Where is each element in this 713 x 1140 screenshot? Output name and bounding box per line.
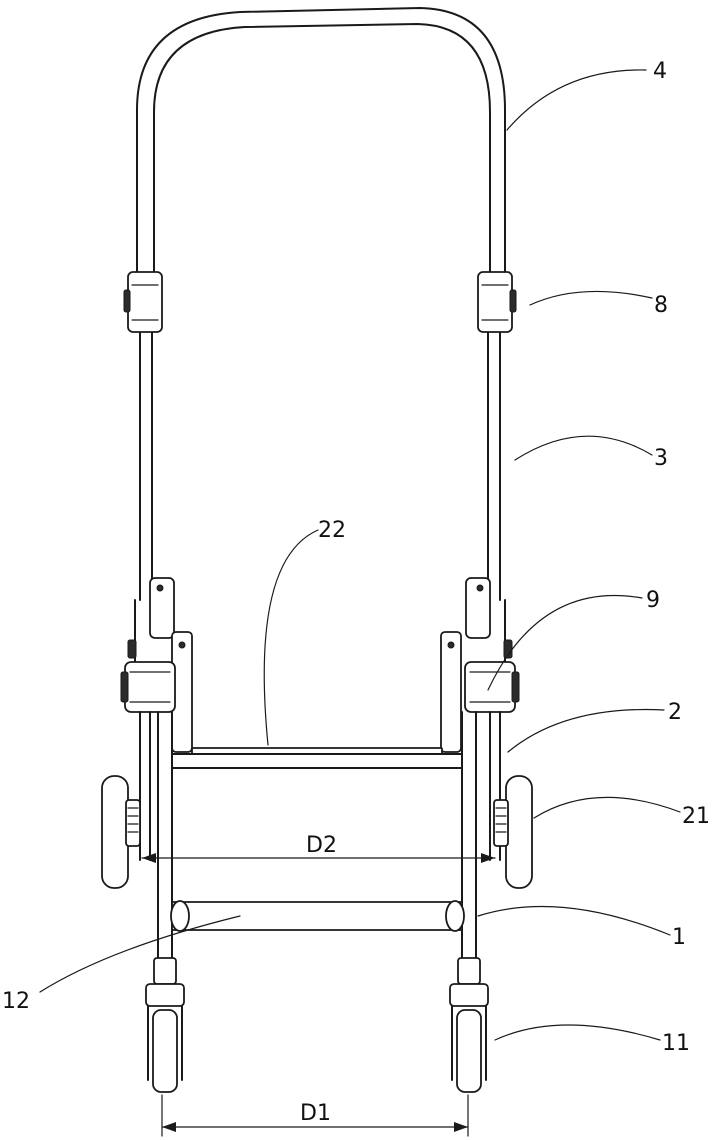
push-handle-arch <box>136 7 506 276</box>
lower-crossbar <box>170 900 465 932</box>
label-22: 22 <box>318 518 346 543</box>
label-11: 11 <box>662 1031 690 1056</box>
right-rear-wheel <box>493 775 533 889</box>
right-front-caster <box>449 957 489 1093</box>
right-folding-joint <box>440 577 513 753</box>
right-connector-block <box>464 661 520 713</box>
upper-frame-tubes <box>139 329 501 601</box>
seat-crossbar <box>171 747 463 769</box>
left-hinge-joint <box>123 271 163 333</box>
dimension-d2-label: D2 <box>306 833 337 858</box>
leader-lines <box>39 69 681 1041</box>
left-folding-joint <box>127 577 193 753</box>
dimension-d2: D2 <box>141 833 496 863</box>
label-8: 8 <box>654 293 668 318</box>
left-rear-wheel <box>101 775 141 889</box>
left-connector-block <box>120 661 176 713</box>
label-21: 21 <box>682 804 710 829</box>
label-9: 9 <box>646 588 660 613</box>
dimension-d1-label: D1 <box>300 1101 331 1126</box>
label-12: 12 <box>2 989 30 1014</box>
label-3: 3 <box>654 446 668 471</box>
dimension-d1: D1 <box>161 1094 469 1137</box>
right-hinge-joint <box>477 271 517 333</box>
label-4: 4 <box>653 59 667 84</box>
label-2: 2 <box>668 700 682 725</box>
part-labels: 4 8 3 22 9 2 21 1 12 11 <box>2 59 710 1056</box>
left-front-caster <box>145 957 185 1093</box>
label-1: 1 <box>672 925 686 950</box>
